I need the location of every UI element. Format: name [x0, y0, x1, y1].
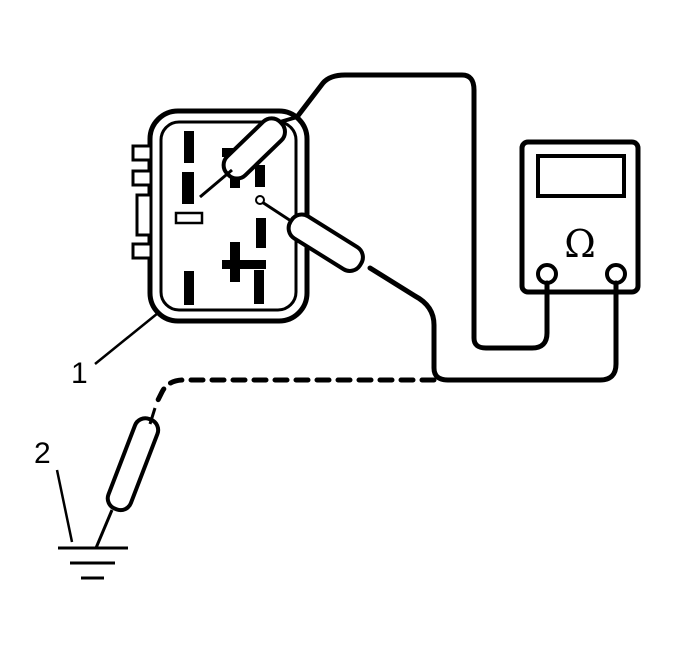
- meter-jack-left: [536, 263, 558, 285]
- probe-ground: [94, 407, 161, 549]
- ohm-symbol: Ω: [564, 222, 596, 266]
- callout-2-label: 2: [34, 437, 51, 470]
- probe-middle: [255, 195, 365, 273]
- lead-left: [294, 72, 550, 351]
- test-leads: [152, 72, 619, 409]
- meter-jack-right: [605, 263, 627, 285]
- ground-icon: [58, 546, 128, 580]
- ohmmeter: Ω: [519, 139, 641, 295]
- relay-connector: [131, 108, 310, 324]
- probe-upper: [199, 115, 298, 199]
- callout-1-label: 1: [71, 357, 88, 390]
- connector-side-tabs: [131, 144, 153, 260]
- callout-leaders: [55, 312, 159, 543]
- ground-lead-dashed: [152, 377, 437, 409]
- lead-right: [367, 265, 619, 383]
- meter-display: [536, 154, 626, 198]
